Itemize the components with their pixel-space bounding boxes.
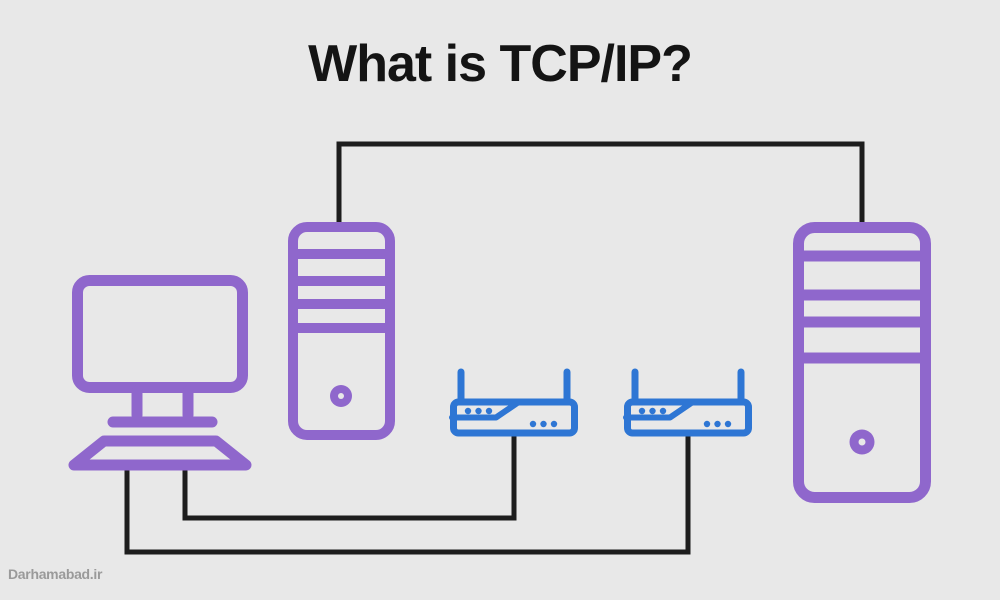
tower-pc-right — [793, 222, 931, 503]
router1-led — [475, 407, 482, 415]
router1-led — [464, 407, 472, 415]
router2-led — [659, 407, 667, 415]
connection-towerleft-to-towerright — [336, 141, 865, 226]
router1-led — [550, 420, 558, 428]
connection-router2-to-computer — [124, 433, 691, 555]
router2-led — [724, 420, 732, 428]
router2-panel-divider — [623, 399, 695, 421]
page-title: What is TCP/IP? — [308, 35, 693, 93]
tower-left-case — [288, 222, 395, 440]
router1-led — [540, 420, 547, 428]
tower-right-case — [793, 222, 931, 503]
tower-pc-left — [288, 222, 395, 440]
router1-panel-divider — [449, 399, 521, 421]
desktop-computer — [68, 275, 252, 471]
router2-led — [703, 420, 711, 428]
connection-router1-to-computer — [182, 433, 517, 521]
router2-led — [638, 407, 646, 415]
monitor — [72, 275, 248, 393]
tower-left-power-dot — [338, 393, 344, 399]
router1-led — [529, 420, 537, 428]
connection-lines — [124, 141, 865, 555]
router2-led — [649, 407, 656, 415]
tower-right-power-dot — [858, 438, 866, 446]
router-1 — [449, 368, 578, 437]
router2-led — [714, 420, 721, 428]
router1-led — [485, 407, 493, 415]
router-2 — [623, 368, 752, 437]
watermark: Darhamabad.ir — [8, 566, 103, 582]
keyboard — [68, 435, 252, 471]
